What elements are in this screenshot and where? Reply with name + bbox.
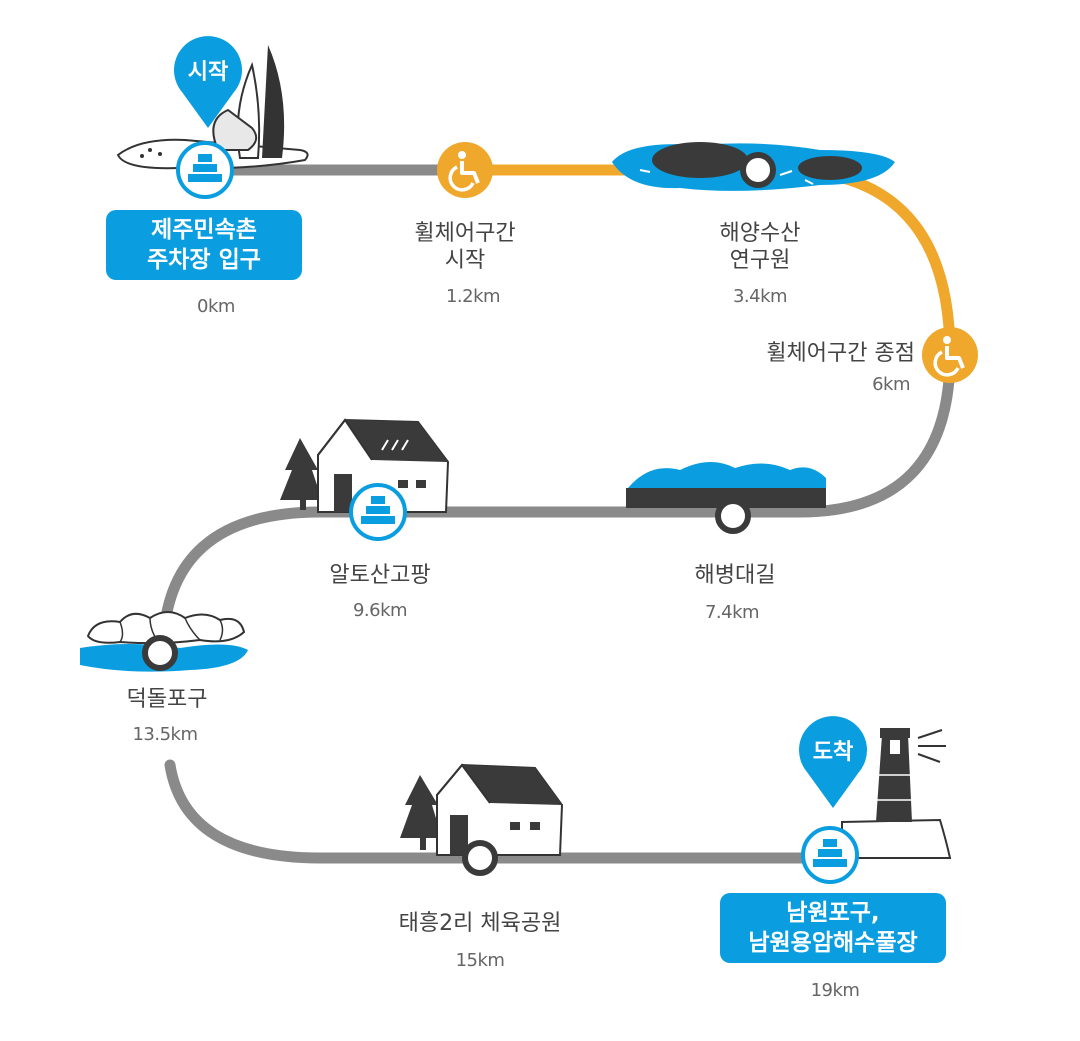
bus-stop-icon bbox=[349, 483, 407, 541]
stop-distance: 0km bbox=[197, 296, 235, 317]
stop-name-line: 시작 bbox=[444, 248, 486, 273]
stop-circle bbox=[715, 498, 751, 534]
stop-distance: 15km bbox=[455, 950, 505, 971]
stop-name-line: 남원용암해수풀장 bbox=[748, 930, 918, 956]
end-pin bbox=[799, 716, 868, 808]
start-pin bbox=[174, 36, 242, 128]
house-illustration-2 bbox=[400, 763, 564, 856]
bus-stop-icon bbox=[801, 826, 859, 884]
stop-name-line: 남원포구, bbox=[786, 900, 880, 926]
stop-name-line: 주차장 입구 bbox=[147, 247, 261, 273]
stop-distance: 19km bbox=[810, 980, 860, 1001]
stop-name: 휠체어구간 시작 bbox=[380, 220, 550, 274]
stop-distance: 9.6km bbox=[352, 600, 408, 621]
stop-name: 휠체어구간 종점 bbox=[766, 341, 915, 366]
stop-name: 해양수산 연구원 bbox=[675, 220, 845, 274]
stop-distance: 3.4km bbox=[732, 286, 788, 307]
end-pin-label: 도착 bbox=[812, 740, 854, 765]
wheelchair-icon bbox=[922, 327, 978, 383]
stop-circle bbox=[462, 840, 498, 876]
stop-label-box: 제주민속촌 주차장 입구 bbox=[106, 210, 302, 280]
stop-name: 태흥2리 체육공원 bbox=[398, 911, 562, 936]
stop-distance: 1.2km bbox=[445, 286, 501, 307]
stop-name-line: 제주민속촌 bbox=[151, 217, 257, 243]
stop-circle bbox=[142, 635, 178, 671]
stop-name: 덕돌포구 bbox=[126, 687, 208, 712]
stop-distance: 13.5km bbox=[132, 724, 198, 745]
stop-label-box: 남원포구, 남원용암해수풀장 bbox=[720, 893, 946, 963]
stop-name-line: 해양수산 bbox=[719, 221, 801, 246]
start-pin-label: 시작 bbox=[187, 60, 229, 85]
stop-distance: 7.4km bbox=[704, 602, 760, 623]
stop-circle bbox=[740, 152, 776, 188]
sea-wall-illustration bbox=[626, 461, 826, 508]
stop-name-line: 휠체어구간 bbox=[414, 221, 516, 246]
bus-stop-icon bbox=[176, 141, 234, 199]
stop-name-line: 연구원 bbox=[729, 248, 791, 273]
wheelchair-icon bbox=[437, 142, 493, 198]
stop-name: 해병대길 bbox=[694, 563, 776, 588]
route-segment-3 bbox=[164, 759, 836, 864]
stop-name: 알토산고팡 bbox=[329, 563, 431, 588]
house-illustration-1 bbox=[280, 418, 450, 513]
stop-distance: 6km bbox=[872, 374, 910, 395]
route-segment-2 bbox=[157, 349, 956, 656]
lighthouse-illustration bbox=[841, 728, 952, 859]
